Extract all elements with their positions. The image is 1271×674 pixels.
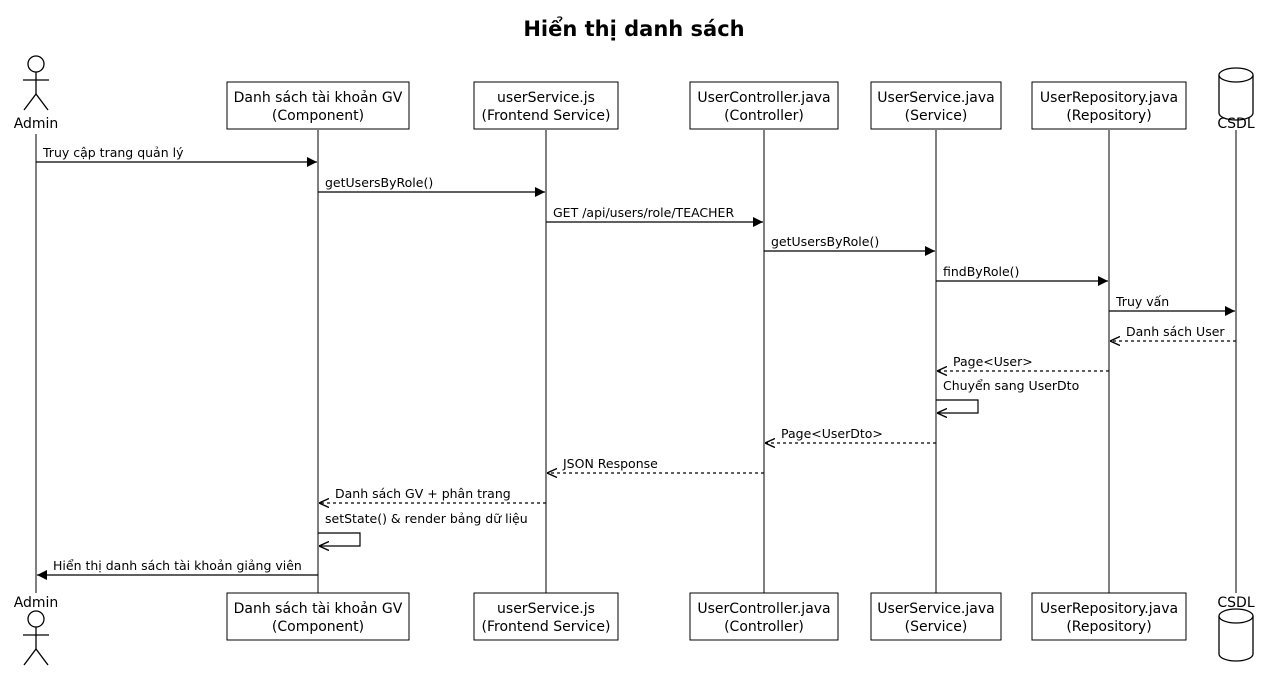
participant-service-bottom: UserService.java (Service) [870, 592, 1002, 641]
participant-name: UserRepository.java [1040, 601, 1178, 617]
lifelines [35, 130, 1237, 593]
message-8: Page<User> [937, 354, 1109, 371]
participant-repository-bottom: UserRepository.java (Repository) [1031, 592, 1187, 641]
participant-role: (Service) [905, 619, 968, 635]
participant-name: UserService.java [877, 90, 994, 106]
message-label: Chuyển sang UserDto [943, 378, 1079, 393]
message-arrow [318, 532, 361, 546]
message-1: Truy cập trang quản lý [36, 145, 317, 167]
participant-role: (Controller) [724, 108, 804, 124]
message-label: Truy cập trang quản lý [42, 145, 184, 160]
participant-role: (Repository) [1066, 619, 1151, 635]
message-label: getUsersByRole() [771, 234, 879, 249]
actor-icon [23, 610, 49, 666]
actor-icon [23, 55, 49, 111]
participant-box [1031, 592, 1187, 641]
participant-controller-bottom: UserController.java (Controller) [689, 592, 839, 641]
participant-name: UserController.java [697, 601, 830, 617]
message-label: Page<User> [953, 354, 1033, 369]
participant-name: Danh sách tài khoản GV [234, 601, 403, 617]
messages: Truy cập trang quản lý getUsersByRole() GE… [36, 145, 1236, 580]
diagram-title: Hiển thị danh sách [523, 16, 744, 41]
participant-role: (Controller) [724, 619, 804, 635]
participant-name: UserRepository.java [1040, 90, 1178, 106]
participant-repository-top: UserRepository.java (Repository) [1031, 81, 1187, 130]
participant-name: UserService.java [877, 601, 994, 617]
participant-db-top: CSDL [1217, 67, 1255, 132]
participant-admin-top: Admin [14, 55, 59, 132]
message-label: setState() & render bảng dữ liệu [325, 511, 528, 526]
message-label: Danh sách GV + phân trang [335, 486, 511, 501]
participant-box [1031, 81, 1187, 130]
message-label: Hiển thị danh sách tài khoản giảng viên [53, 558, 302, 573]
message-arrow [936, 399, 979, 413]
message-5: findByRole() [936, 264, 1108, 286]
message-10: Page<UserDto> [765, 426, 936, 443]
participant-name: userService.js [497, 90, 595, 106]
database-label: CSDL [1217, 595, 1254, 611]
message-4: getUsersByRole() [764, 234, 935, 256]
database-label: CSDL [1217, 116, 1254, 132]
message-label: Page<UserDto> [781, 426, 883, 441]
participant-box [689, 592, 839, 641]
message-label: GET /api/users/role/TEACHER [553, 205, 734, 220]
message-2: getUsersByRole() [318, 175, 545, 197]
participant-frontend-top: userService.js (Frontend Service) [473, 81, 619, 130]
participant-box [226, 592, 410, 641]
message-12: Danh sách GV + phân trang [319, 486, 546, 503]
participant-name: Danh sách tài khoản GV [234, 90, 403, 106]
message-11: JSON Response [547, 456, 764, 473]
database-icon [1218, 608, 1254, 662]
message-label: Truy vấn [1115, 294, 1169, 309]
participant-name: userService.js [497, 601, 595, 617]
participant-controller-top: UserController.java (Controller) [689, 81, 839, 130]
participant-box [689, 81, 839, 130]
participant-role: (Frontend Service) [482, 108, 611, 124]
participant-name: UserController.java [697, 90, 830, 106]
message-6: Truy vấn [1109, 294, 1235, 316]
participants-bottom: Admin Danh sách tài khoản GV (Component) us… [14, 592, 1255, 666]
participant-db-bottom: CSDL [1217, 595, 1255, 662]
participant-box [870, 81, 1002, 130]
database-icon [1218, 67, 1254, 121]
message-label: JSON Response [562, 456, 658, 471]
participant-role: (Service) [905, 108, 968, 124]
participant-role: (Frontend Service) [482, 619, 611, 635]
message-3: GET /api/users/role/TEACHER [546, 205, 763, 227]
message-label: findByRole() [943, 264, 1019, 279]
participants-top: Admin Danh sách tài khoản GV (Component) us… [14, 55, 1255, 132]
actor-label: Admin [14, 116, 59, 132]
participant-role: (Component) [272, 619, 364, 635]
message-13: setState() & render bảng dữ liệu [318, 511, 528, 546]
participant-role: (Repository) [1066, 108, 1151, 124]
message-7: Danh sách User [1110, 324, 1236, 341]
participant-component-bottom: Danh sách tài khoản GV (Component) [226, 592, 410, 641]
participant-box [473, 592, 619, 641]
participant-role: (Component) [272, 108, 364, 124]
participant-service-top: UserService.java (Service) [870, 81, 1002, 130]
message-label: Danh sách User [1126, 324, 1225, 339]
actor-label: Admin [14, 595, 59, 611]
participant-box [226, 81, 410, 130]
participant-frontend-bottom: userService.js (Frontend Service) [473, 592, 619, 641]
participant-box [870, 592, 1002, 641]
message-label: getUsersByRole() [325, 175, 433, 190]
message-14: Hiển thị danh sách tài khoản giảng viên [37, 558, 318, 580]
participant-box [473, 81, 619, 130]
participant-component-top: Danh sách tài khoản GV (Component) [226, 81, 410, 130]
participant-admin-bottom: Admin [14, 595, 59, 666]
message-9: Chuyển sang UserDto [936, 378, 1079, 413]
